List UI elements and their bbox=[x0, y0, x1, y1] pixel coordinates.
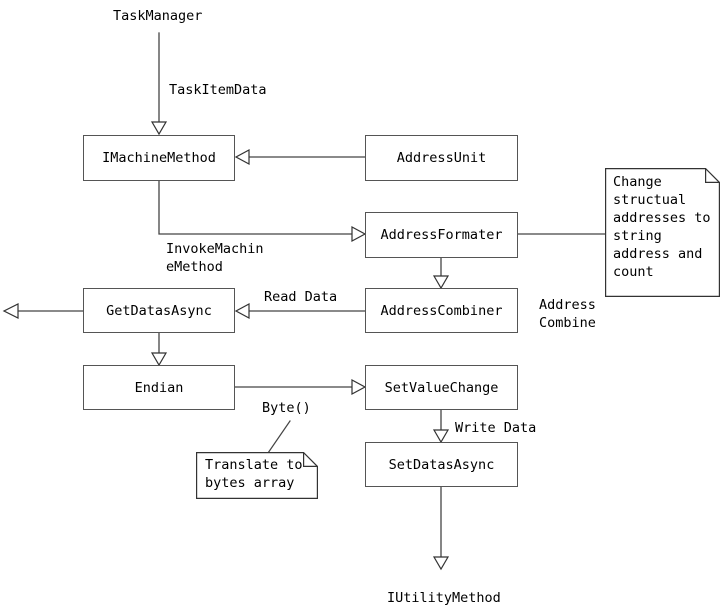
note-change-structual-addresses: Change structual addresses to string add… bbox=[605, 168, 720, 297]
node-imachinemethod[interactable]: IMachineMethod bbox=[83, 135, 235, 181]
node-addressformater[interactable]: AddressFormater bbox=[365, 212, 518, 258]
node-endian[interactable]: Endian bbox=[83, 365, 235, 410]
edge-addressunit-to-machinemethod bbox=[234, 148, 366, 166]
node-label: AddressFormater bbox=[380, 227, 503, 243]
edge-label-readdata: Read Data bbox=[264, 289, 338, 305]
edge-addressformater-to-addresscombiner bbox=[432, 257, 450, 290]
node-addressunit[interactable]: AddressUnit bbox=[365, 135, 518, 181]
edge-label-addresscombine: Address Combine bbox=[539, 297, 596, 331]
edge-setvaluechange-to-setdatasasync bbox=[432, 409, 450, 444]
note-translate-to-bytes-array: Translate to bytes array bbox=[196, 452, 318, 499]
node-addresscombiner[interactable]: AddressCombiner bbox=[365, 288, 518, 333]
edge-byte-to-translate-note bbox=[267, 420, 291, 454]
edge-machinemethod-to-addressformater bbox=[158, 180, 367, 243]
node-setdatasasync[interactable]: SetDatasAsync bbox=[365, 442, 518, 487]
note-text: Translate to bytes array bbox=[205, 457, 303, 491]
node-label: AddressCombiner bbox=[380, 302, 503, 319]
edge-taskmanager-to-machinemethod bbox=[150, 32, 168, 136]
endpoint-label-taskmanager: TaskManager bbox=[113, 8, 203, 24]
node-label: SetDatasAsync bbox=[388, 456, 495, 473]
node-label: SetValueChange bbox=[384, 379, 499, 396]
edge-setdatasasync-to-utilitymethod bbox=[432, 486, 450, 571]
edge-getdatasasync-to-external-left bbox=[2, 303, 84, 319]
edge-endian-to-setvaluechange bbox=[234, 378, 367, 396]
edge-label-byte: Byte() bbox=[262, 400, 311, 416]
edge-label-invokemachinemethod: InvokeMachin eMethod bbox=[166, 241, 264, 275]
edge-addresscombiner-to-getdatasasync bbox=[234, 302, 366, 320]
node-label: AddressUnit bbox=[396, 150, 487, 166]
node-label: IMachineMethod bbox=[102, 150, 216, 166]
edge-label-writedata: Write Data bbox=[455, 420, 537, 436]
node-label: Endian bbox=[134, 379, 184, 396]
note-shape bbox=[196, 452, 318, 499]
note-shape bbox=[605, 168, 720, 297]
endpoint-label-iutilitymethod: IUtilityMethod bbox=[387, 590, 501, 606]
edge-getdatasasync-to-endian bbox=[150, 332, 168, 367]
node-setvaluechange[interactable]: SetValueChange bbox=[365, 365, 518, 410]
edge-label-taskitemdata: TaskItemData bbox=[169, 82, 267, 98]
node-label: GetDatasAsync bbox=[106, 302, 212, 319]
note-text: Change structual addresses to string add… bbox=[613, 174, 711, 280]
node-getdatasasync[interactable]: GetDatasAsync bbox=[83, 288, 235, 333]
